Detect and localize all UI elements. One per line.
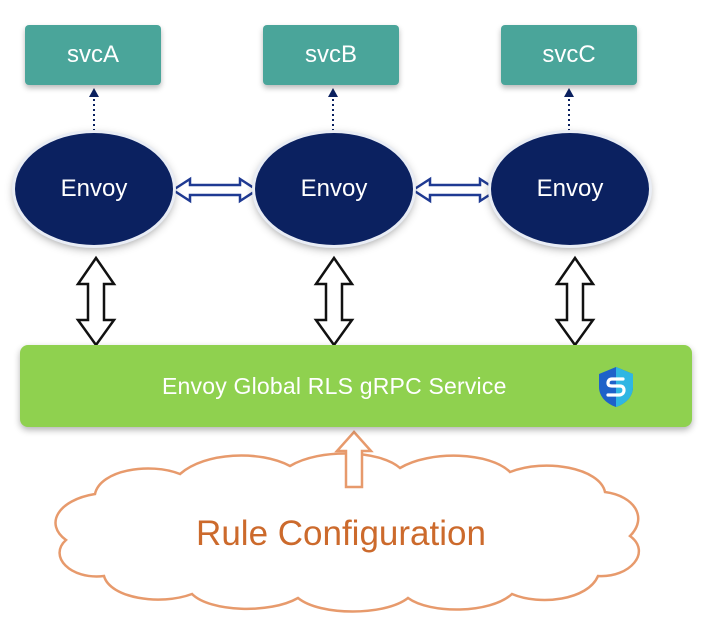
envoy-label: Envoy: [536, 175, 604, 202]
service-label: svcB: [304, 41, 357, 68]
rls-service-label: Envoy Global RLS gRPC Service: [162, 373, 507, 399]
double-arrow-envoy1-envoy2: [170, 176, 260, 204]
service-label: svcA: [66, 41, 119, 68]
double-arrow-envoy3-rls: [554, 255, 596, 348]
dotted-arrow-envoy3-to-svcC: [564, 88, 574, 131]
envoy-node-2: Envoy: [255, 133, 413, 245]
envoy-label: Envoy: [300, 175, 368, 202]
envoy-label: Envoy: [60, 175, 128, 202]
rule-configuration-label: Rule Configuration: [196, 514, 486, 553]
double-arrow-envoy1-rls: [75, 255, 117, 348]
double-arrow-envoy2-envoy3: [410, 176, 500, 204]
envoy-node-1: Envoy: [15, 133, 173, 245]
dotted-arrow-envoy2-to-svcB: [328, 88, 338, 131]
envoy-node-3: Envoy: [491, 133, 649, 245]
config-cloud-shape: [54, 452, 641, 613]
service-label: svcC: [542, 41, 596, 68]
double-arrow-envoy2-rls: [313, 255, 355, 348]
up-arrow-config-to-rls: [334, 430, 374, 489]
service-box-svcA: svcA: [25, 25, 161, 85]
dotted-arrow-envoy1-to-svcA: [89, 88, 99, 131]
rls-service-bar: Envoy Global RLS gRPC Service: [20, 345, 692, 427]
shield-s-logo-icon: [599, 367, 633, 407]
service-box-svcC: svcC: [501, 25, 637, 85]
service-box-svcB: svcB: [263, 25, 399, 85]
